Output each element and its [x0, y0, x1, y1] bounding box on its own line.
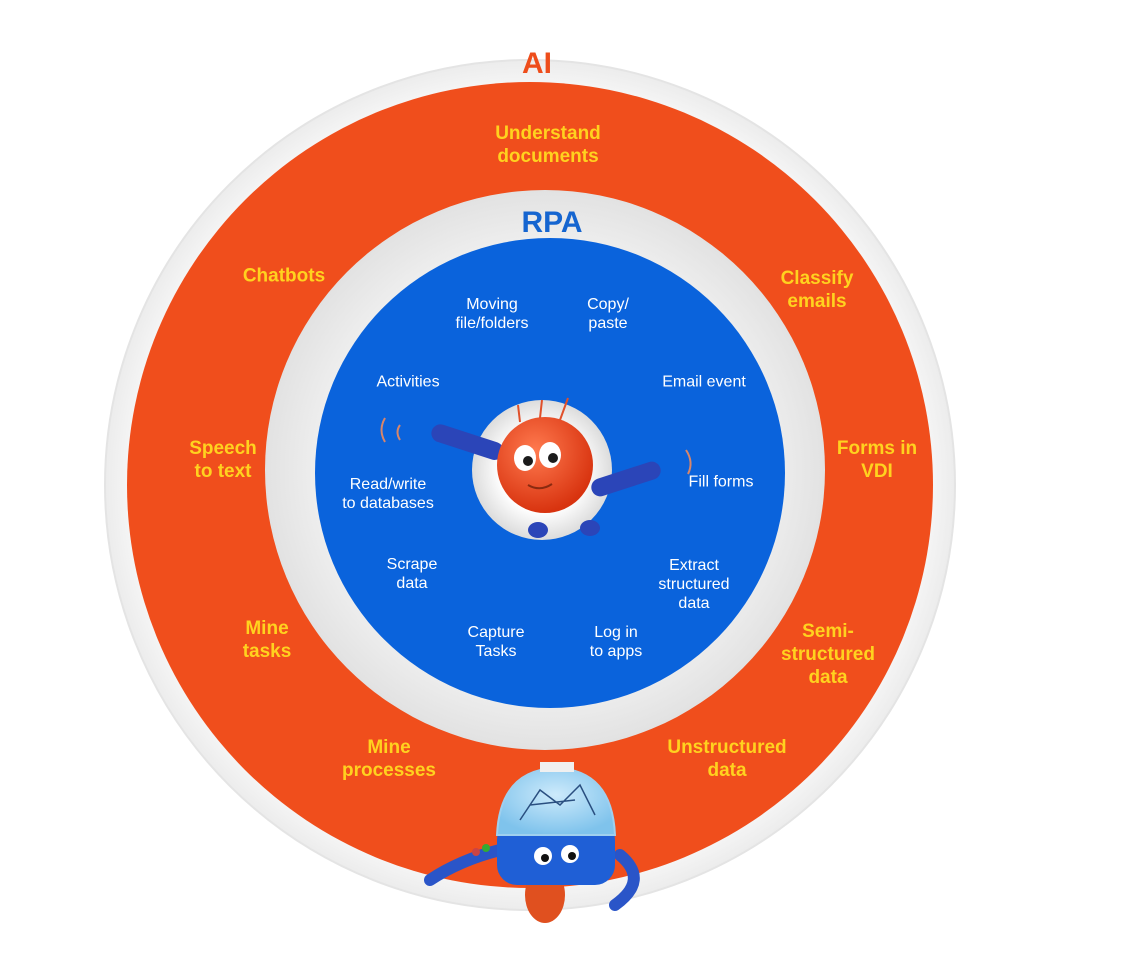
rpa-item-fill-forms: Fill forms: [688, 473, 754, 491]
rpa-item-copy-paste: Copy/ paste: [587, 295, 629, 332]
ai-item-forms-in-vdi: Forms in VDI: [836, 438, 918, 482]
rpa-item-extract-structured-data: Extract structured data: [658, 557, 730, 613]
rpa-item-activities: Activities: [376, 373, 440, 391]
ai-item-mine-tasks: Mine tasks: [242, 618, 292, 662]
ai-ring-title: AI: [522, 47, 552, 80]
rpa-item-log-in-to-apps: Log in to apps: [589, 623, 643, 660]
ai-item-chatbots: Chatbots: [242, 265, 326, 287]
ai-item-classify-emails: Classify emails: [780, 268, 854, 312]
rpa-robot-mascot: [380, 397, 692, 538]
ai-item-semi-structured-data: Semi- structured data: [781, 620, 875, 688]
rpa-item-read-write-databases: Read/write to databases: [342, 475, 434, 512]
ai-item-understand-documents: Understand documents: [495, 123, 601, 167]
rpa-item-email-event: Email event: [662, 373, 746, 391]
rpa-ring-title: RPA: [521, 206, 583, 239]
rpa-item-scrape-data: Scrape data: [386, 555, 438, 592]
ai-item-speech-to-text: Speech to text: [189, 438, 257, 482]
ai-item-mine-processes: Mine processes: [341, 737, 437, 781]
rpa-item-moving-files: Moving file/folders: [455, 295, 529, 332]
ai-item-unstructured-data: Unstructured data: [667, 737, 787, 781]
ai-robot-mascot: [424, 762, 640, 923]
rpa-item-capture-tasks: Capture Tasks: [467, 623, 525, 660]
